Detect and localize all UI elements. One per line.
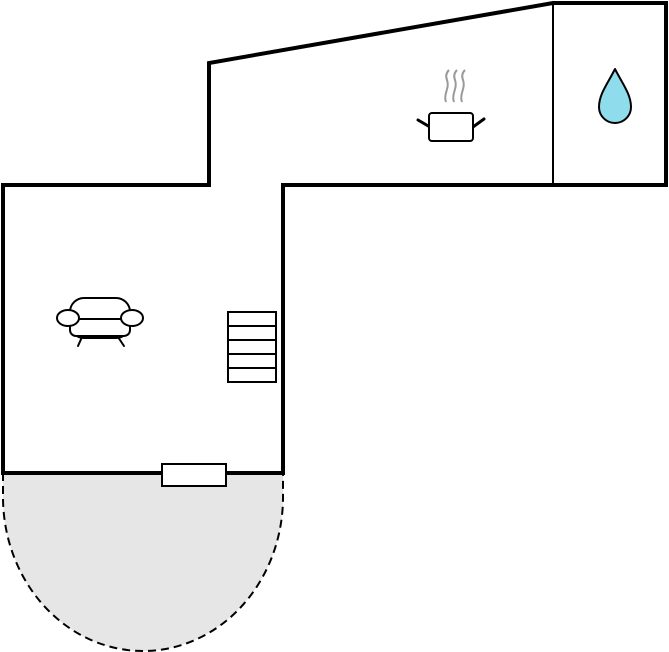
stairs-icon [227,311,277,383]
terrace-outline [2,473,284,652]
cooking-pot-icon [416,69,486,142]
sofa-icon [56,297,144,347]
terrace-area [3,473,283,651]
door-icon [161,463,227,487]
water-drop-icon [598,68,632,124]
outer-walls [1,1,668,475]
